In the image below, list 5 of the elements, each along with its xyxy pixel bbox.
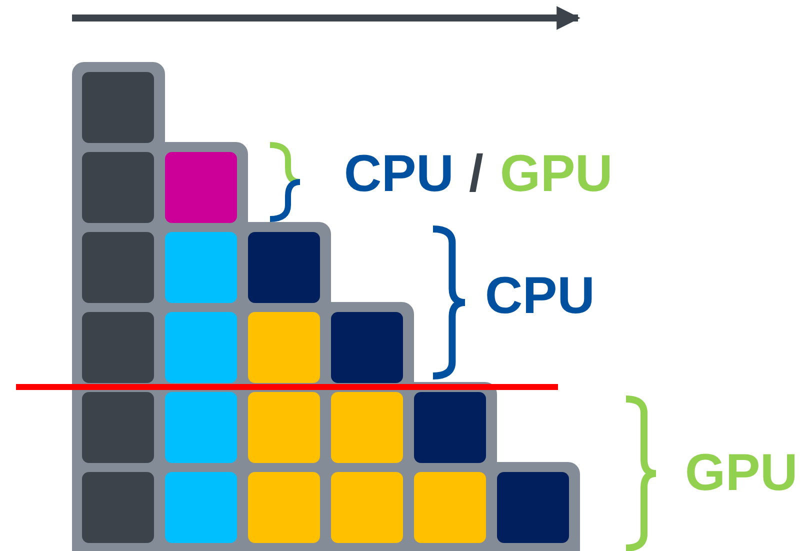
unit-label: CPU <box>485 270 595 322</box>
separator-label: / <box>469 148 484 200</box>
unit-label: GPU <box>500 148 613 200</box>
unit-label: GPU <box>685 447 798 499</box>
unit-label: CPU <box>344 148 454 200</box>
